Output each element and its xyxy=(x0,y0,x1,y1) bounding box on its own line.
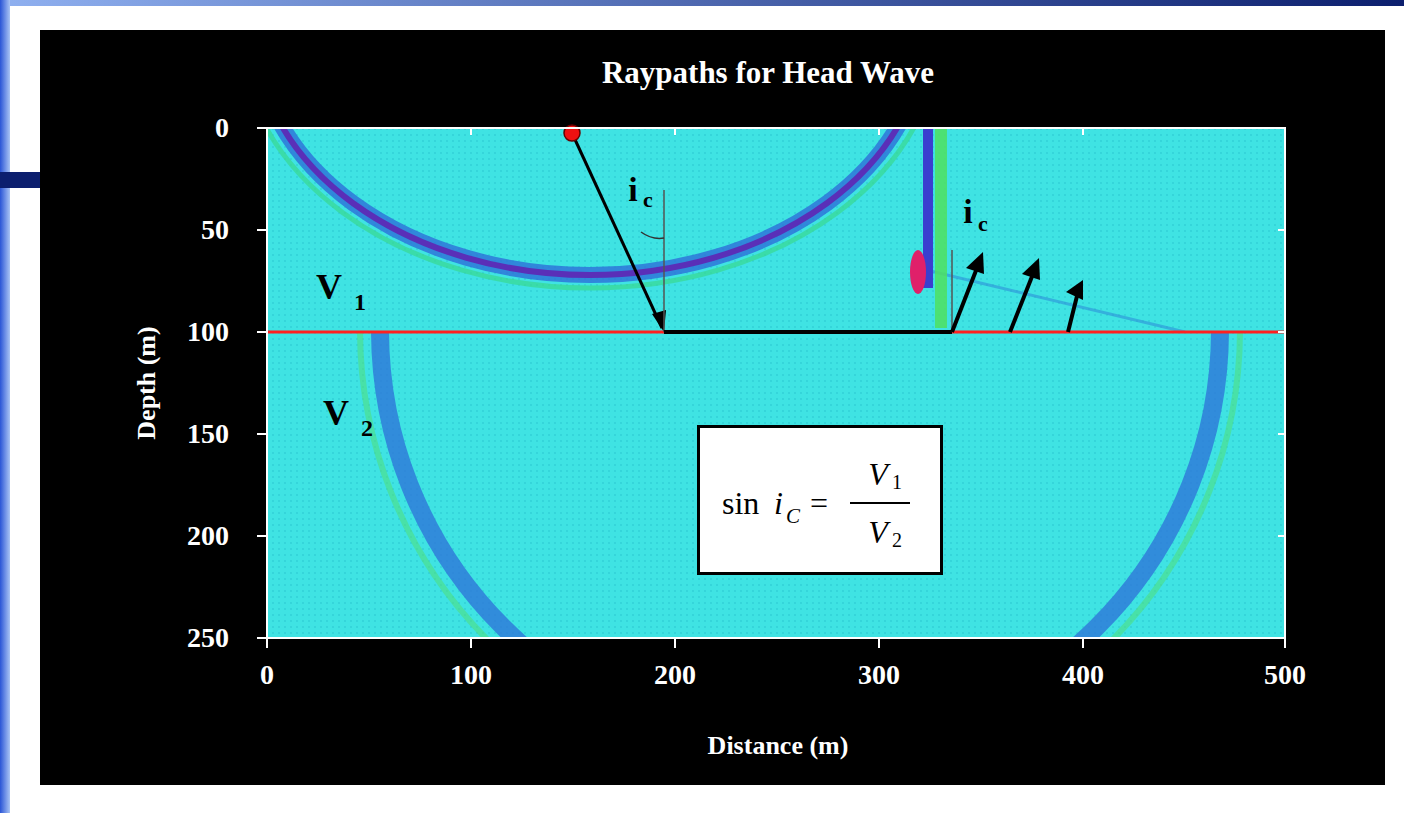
slide-bar xyxy=(0,0,10,813)
layer-subscript: 1 xyxy=(354,290,366,314)
tick-label: 0 xyxy=(215,114,229,142)
slide-bar xyxy=(0,0,1404,6)
chart-title: Raypaths for Head Wave xyxy=(602,57,934,88)
axis-title: Distance (m) xyxy=(708,733,849,759)
angle-label: i xyxy=(963,195,972,229)
head-wave-arrows xyxy=(952,252,1083,332)
slide-bar xyxy=(0,172,40,188)
tick-label: 200 xyxy=(654,661,696,689)
layer-subscript: 2 xyxy=(361,416,373,440)
formula-text: sin xyxy=(722,487,759,519)
black-panel xyxy=(40,30,1385,785)
plot-frame xyxy=(267,128,1285,638)
interface-line xyxy=(267,331,1285,334)
angle-subscript: c xyxy=(978,213,988,235)
axis-title: Depth (m) xyxy=(134,326,160,439)
formula-box: siniC=V1V2 xyxy=(697,425,943,575)
angle-subscript: c xyxy=(643,189,653,211)
tick-label: 200 xyxy=(187,522,229,550)
tick-label: 0 xyxy=(260,661,274,689)
formula-text: = xyxy=(810,487,828,519)
formula-text: i xyxy=(774,487,783,519)
tick-label: 100 xyxy=(187,318,229,346)
axis-ticks xyxy=(257,128,1285,648)
formula-text: 1 xyxy=(892,472,902,492)
layer-velocity: V xyxy=(323,395,349,431)
plot-ground xyxy=(267,128,1285,638)
incident-ray xyxy=(572,133,662,328)
refracted-ray xyxy=(664,330,952,334)
formula-text: V xyxy=(868,516,888,548)
layer-velocity: V xyxy=(316,269,342,305)
formula-text: 2 xyxy=(892,530,902,550)
angle-label: i xyxy=(628,173,637,207)
tick-label: 100 xyxy=(450,661,492,689)
formula-text: V xyxy=(868,458,888,490)
tick-label: 150 xyxy=(187,420,229,448)
tick-label: 300 xyxy=(858,661,900,689)
tick-label: 400 xyxy=(1062,661,1104,689)
tick-label: 500 xyxy=(1264,661,1306,689)
tick-label: 50 xyxy=(201,216,229,244)
fraction-bar xyxy=(850,502,910,504)
formula-text: C xyxy=(786,506,800,527)
tick-label: 250 xyxy=(187,624,229,652)
